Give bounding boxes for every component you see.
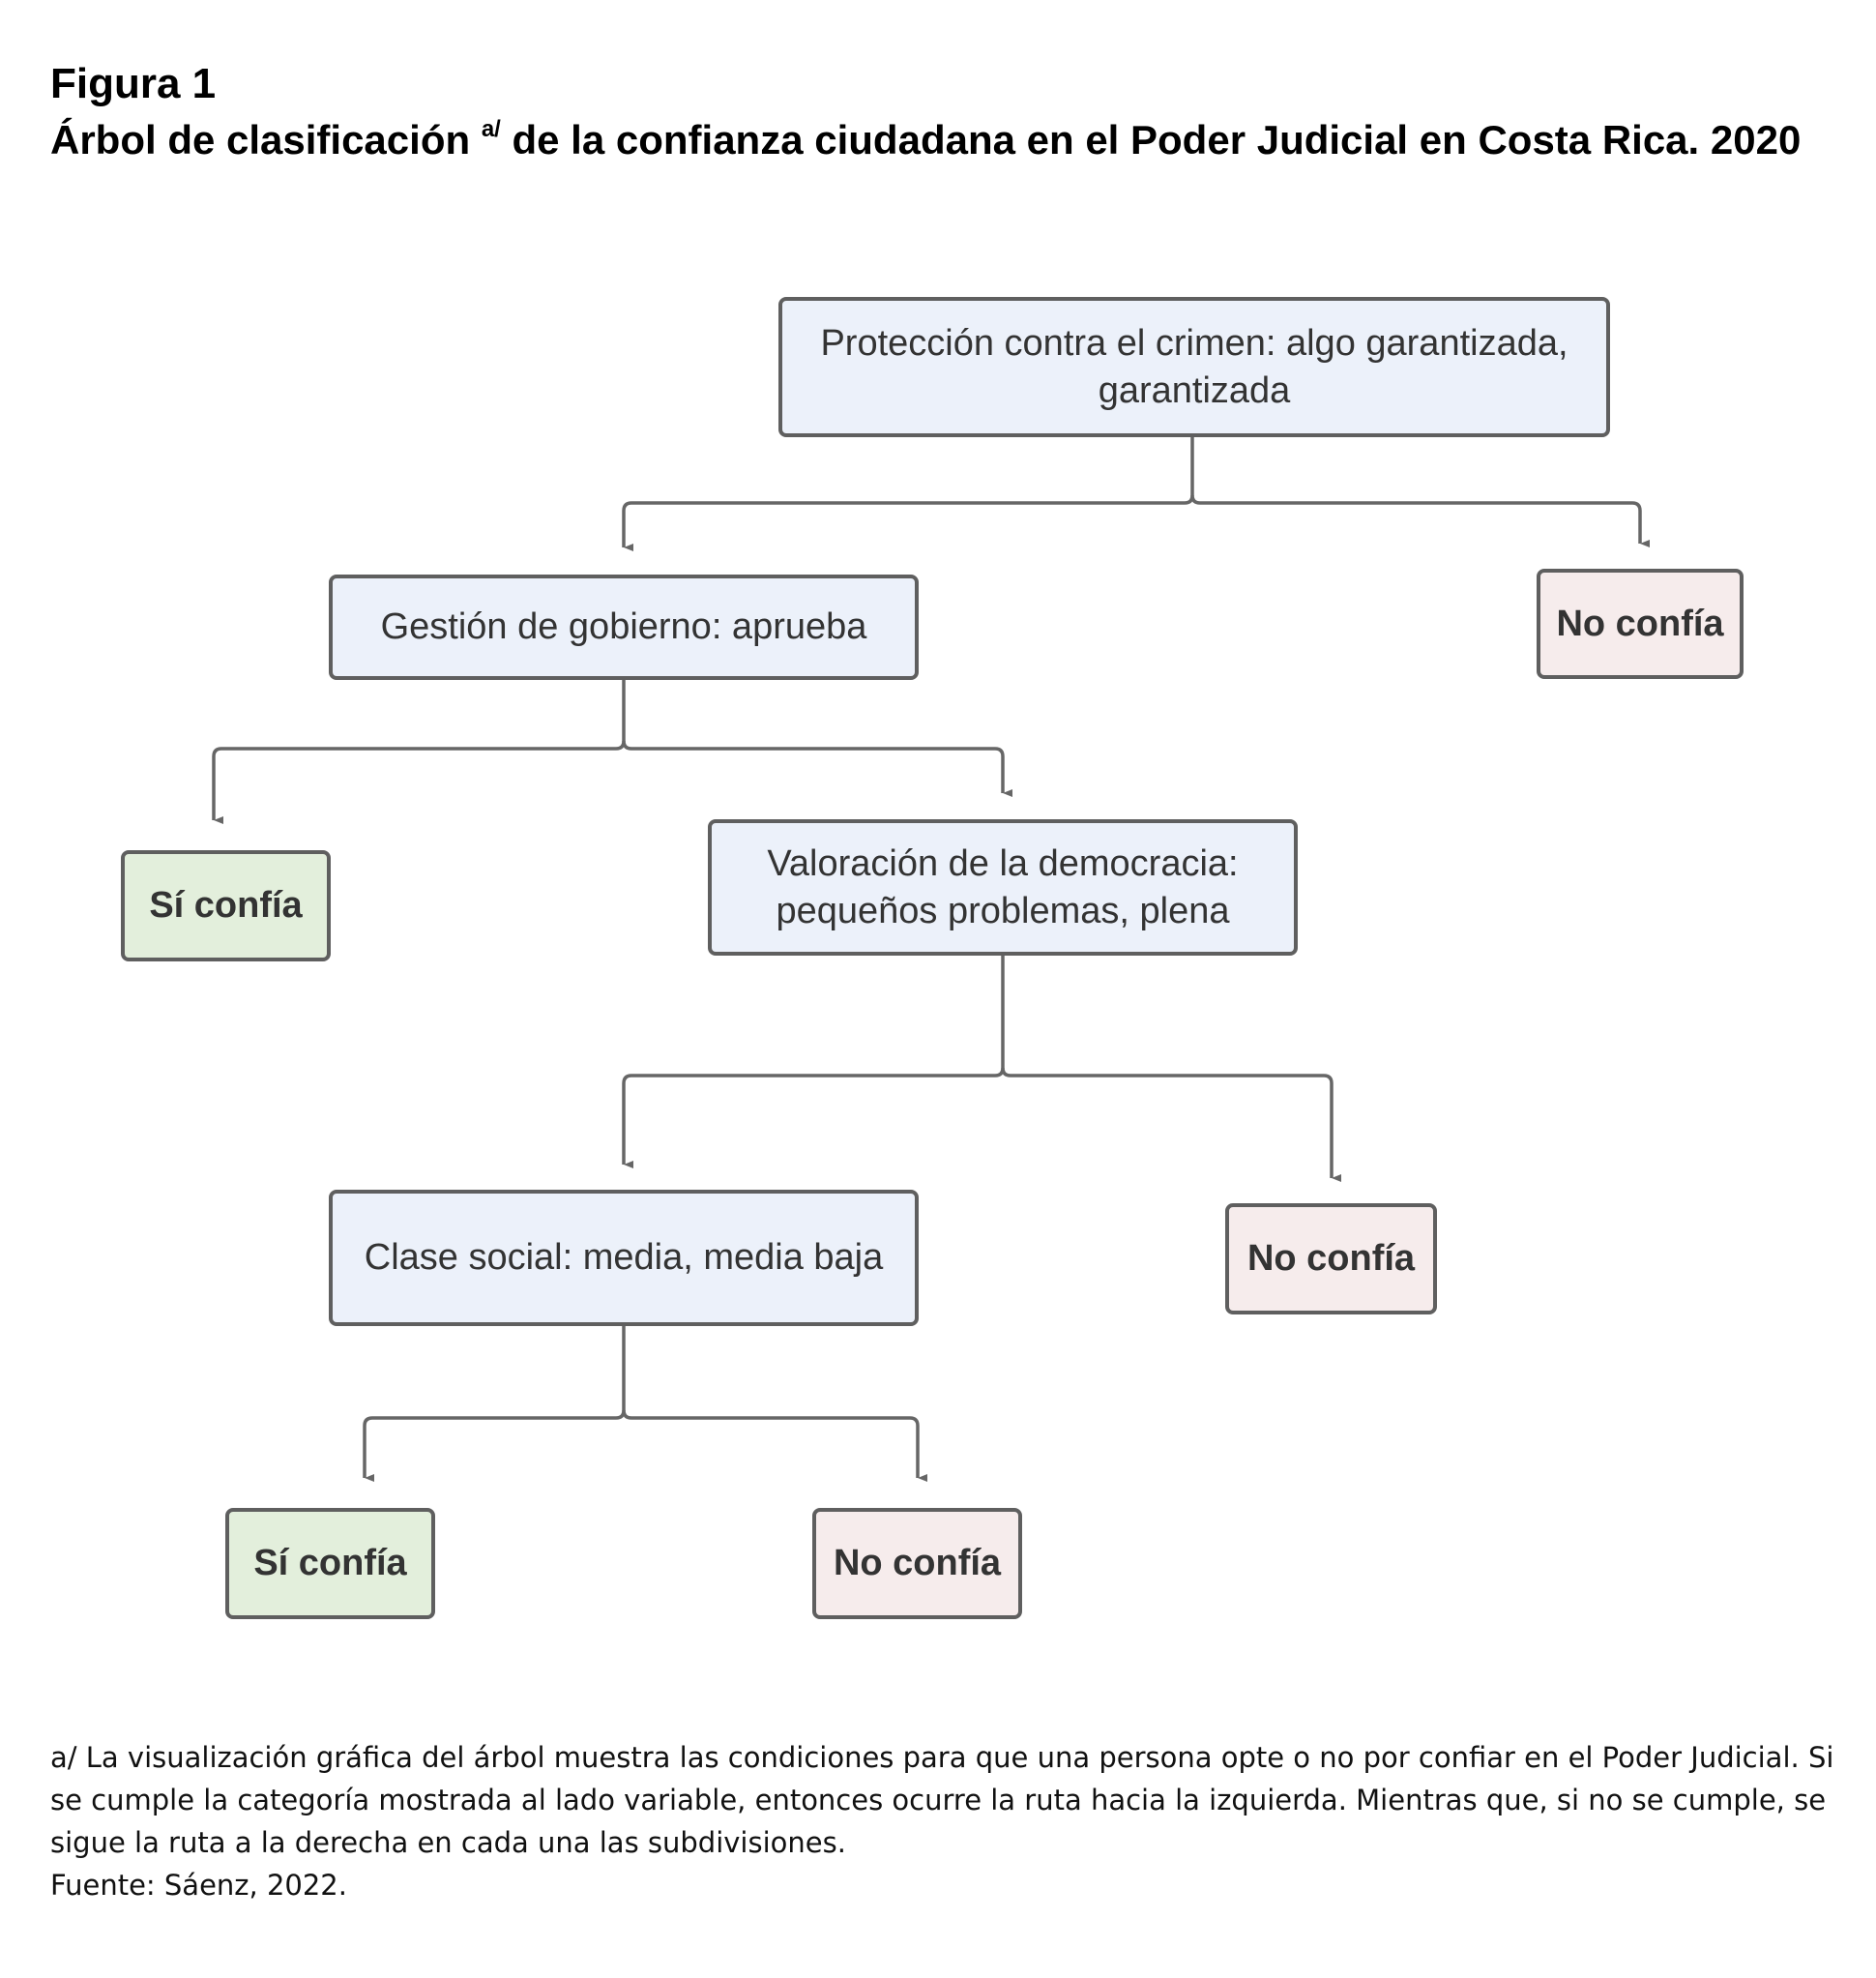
figure-footnote: a/ La visualización gráfica del árbol mu… <box>50 1736 1849 1906</box>
node-valoracion-democracia-label: Valoración de la democracia: pequeños pr… <box>767 842 1239 931</box>
connector-valoracion-to-clase <box>622 956 1005 1168</box>
leaf-si-confia-2-label: Sí confía <box>253 1543 407 1583</box>
connector-clase-to-si-confia-2 <box>363 1326 626 1482</box>
footnote-note: a/ La visualización gráfica del árbol mu… <box>50 1741 1834 1859</box>
figure-title-end: de la confianza ciudadana en el Poder Ju… <box>512 117 1802 162</box>
leaf-no-confia-1-label: No confía <box>1556 603 1724 644</box>
footnote-source: Fuente: Sáenz, 2022. <box>50 1869 347 1902</box>
node-clase-social-label: Clase social: media, media baja <box>364 1237 884 1278</box>
connector-valoracion-to-no-confia-2 <box>1001 1067 1341 1182</box>
connector-gestion-to-valoracion <box>622 740 1012 797</box>
leaf-no-confia-1: No confía <box>1537 569 1744 679</box>
connector-clase-to-no-confia-3 <box>622 1409 927 1482</box>
node-gestion-gobierno: Gestión de gobierno: aprueba <box>329 575 919 680</box>
figure-number: Figura 1 <box>50 60 217 107</box>
connector-root-to-no-confia-1 <box>1190 494 1650 547</box>
leaf-no-confia-3-label: No confía <box>833 1543 1002 1583</box>
node-proteccion-crimen-label: Protección contra el crimen: algo garant… <box>820 322 1568 411</box>
connector-gestion-to-si-confia-1 <box>212 680 626 824</box>
leaf-no-confia-3: No confía <box>812 1508 1022 1619</box>
leaf-no-confia-2-label: No confía <box>1246 1238 1416 1279</box>
connector-root-to-gestion <box>622 437 1194 551</box>
leaf-si-confia-2: Sí confía <box>225 1508 435 1619</box>
figure-title: Árbol de clasificación a/ de la confianz… <box>50 112 1849 168</box>
figure-title-note-marker: a/ <box>481 116 501 142</box>
figure-caption: Figura 1 Árbol de clasificación a/ de la… <box>50 56 1849 168</box>
leaf-si-confia-1-label: Sí confía <box>149 885 303 926</box>
figure-title-start: Árbol de clasificación <box>50 117 471 162</box>
node-valoracion-democracia: Valoración de la democracia: pequeños pr… <box>708 819 1298 956</box>
node-proteccion-crimen: Protección contra el crimen: algo garant… <box>778 297 1610 437</box>
leaf-si-confia-1: Sí confía <box>121 850 331 961</box>
node-gestion-gobierno-label: Gestión de gobierno: aprueba <box>380 606 867 647</box>
node-clase-social: Clase social: media, media baja <box>329 1190 919 1326</box>
leaf-no-confia-2: No confía <box>1225 1203 1437 1314</box>
